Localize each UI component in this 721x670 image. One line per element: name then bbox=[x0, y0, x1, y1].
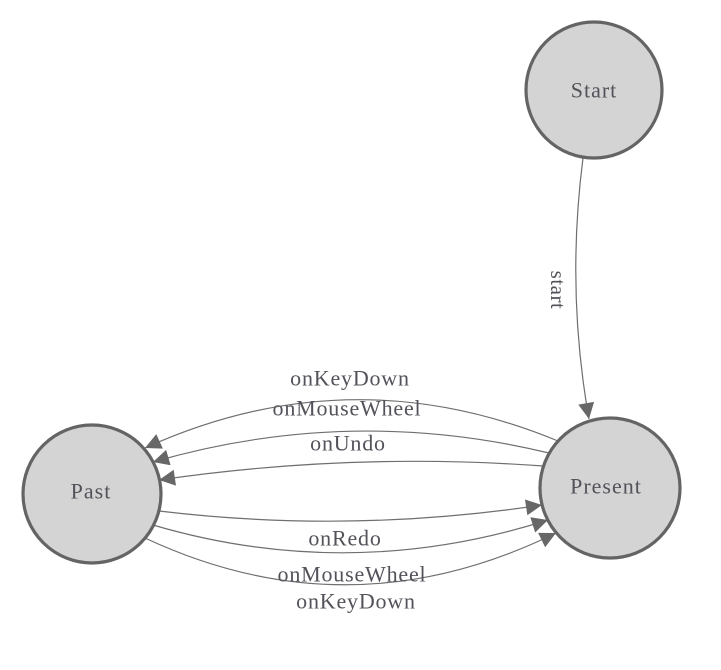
state-node-start-circle[interactable] bbox=[524, 20, 664, 160]
edge-label-start: start bbox=[546, 271, 570, 310]
edge-label-onredo: onRedo bbox=[308, 526, 381, 551]
state-node-past-label: Past bbox=[71, 479, 112, 504]
edge-start-to-present bbox=[575, 157, 595, 420]
edge-label-onundo: onUndo bbox=[310, 431, 386, 456]
state-node-present-circle[interactable] bbox=[538, 416, 682, 560]
edge-label-onmousewheel-bottom: onMouseWheel bbox=[278, 562, 427, 587]
edge-past-to-present-onkeydown bbox=[144, 532, 557, 586]
state-node-past[interactable]: Past bbox=[21, 423, 163, 565]
edge-present-to-past-onundo bbox=[158, 460, 544, 486]
edge-label-onmousewheel-top: onMouseWheel bbox=[273, 396, 422, 421]
edge-present-to-past-onmousewheel bbox=[152, 430, 550, 466]
edge-past-to-present-onmousewheel bbox=[152, 517, 549, 554]
edge-label-onkeydown-top: onKeyDown bbox=[290, 366, 410, 391]
state-node-start-label: Start bbox=[571, 78, 618, 103]
state-node-present-label: Present bbox=[570, 474, 642, 499]
edge-past-to-present-onredo bbox=[158, 499, 543, 522]
edge-label-onkeydown-bottom: onKeyDown bbox=[296, 589, 416, 614]
state-node-past-circle[interactable] bbox=[21, 423, 163, 565]
state-node-present[interactable]: Present bbox=[538, 416, 682, 560]
state-node-start[interactable]: Start bbox=[524, 20, 664, 160]
edge-present-to-past-onkeydown bbox=[144, 399, 559, 449]
